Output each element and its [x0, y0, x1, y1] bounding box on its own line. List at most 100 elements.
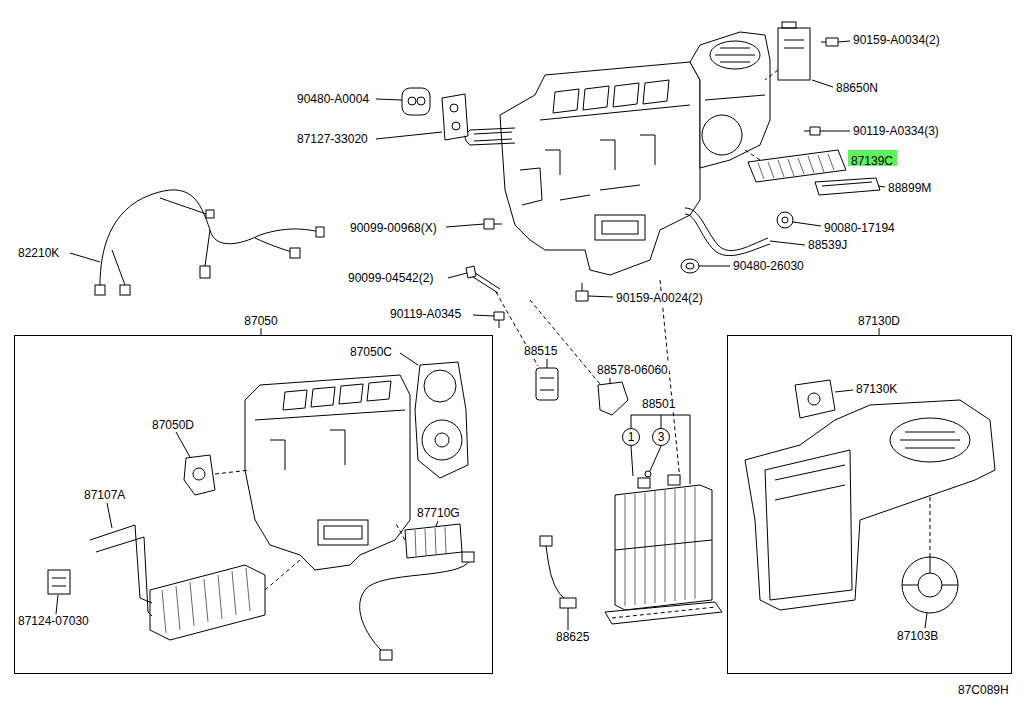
drain-hose: [685, 208, 770, 256]
grommet: [417, 97, 425, 105]
wire-harness: [120, 285, 130, 295]
diagram-code: 87C089H: [957, 683, 1010, 697]
heater-core: [150, 565, 265, 640]
wire-harness: [380, 650, 392, 660]
blower-motor: [918, 573, 942, 597]
blower-case: [690, 32, 770, 168]
air-filter: [745, 150, 760, 160]
frame-tick: [879, 328, 880, 335]
heater-case: [318, 520, 368, 545]
part-number: 90159-A0034(2): [852, 33, 941, 47]
leader-line: [448, 273, 467, 278]
plate: [450, 104, 458, 112]
grommet: [402, 88, 430, 115]
screw: [484, 219, 494, 229]
thermistor: [560, 598, 576, 608]
grommet-small: [782, 217, 788, 223]
leader-line: [878, 186, 885, 187]
heater-case: [540, 105, 690, 120]
part-number: 88899M: [887, 181, 932, 195]
wire-harness: [290, 248, 300, 258]
heater-filter: [395, 522, 405, 540]
assembly-line: [660, 280, 680, 480]
blower-case: [900, 432, 960, 448]
callout-circle: 1: [622, 428, 640, 446]
thermistor: [540, 536, 576, 608]
wire-harness: [360, 560, 470, 652]
heater-filter: [395, 522, 462, 558]
callout-circle: 3: [652, 428, 670, 446]
pipe-clamp: [52, 578, 66, 586]
part-number: 87124-07030: [17, 614, 90, 628]
heater-case: [500, 62, 700, 275]
plate: [452, 122, 460, 130]
heater-case: [583, 86, 609, 110]
highlight-box: 87139C: [848, 150, 897, 166]
evaporator: [612, 607, 716, 618]
screw: [576, 291, 588, 301]
evaporator: [638, 478, 650, 488]
control-module: [778, 28, 810, 80]
heater-case: [602, 221, 638, 234]
callout-number: 3: [658, 431, 665, 443]
servo-motor: [808, 393, 820, 405]
heater-case: [245, 375, 410, 570]
leader-line: [838, 41, 850, 42]
grommet: [408, 97, 416, 105]
part-number: 87103B: [896, 629, 939, 643]
blower-motor: [902, 557, 958, 613]
air-filter: [758, 154, 834, 179]
leader-line: [699, 266, 730, 267]
screw: [821, 42, 826, 43]
part-number: 87139C: [851, 154, 893, 168]
part-number: 87050C: [349, 345, 393, 359]
wire-harness: [95, 190, 324, 295]
control-module: [782, 22, 796, 28]
heater-case: [613, 83, 639, 107]
leader-line: [473, 315, 494, 316]
heater-case: [500, 62, 700, 275]
heater-case: [339, 384, 363, 404]
wire-harness: [316, 227, 324, 237]
part-number: 90099-00968(X): [349, 221, 438, 235]
heater-case: [311, 387, 335, 407]
leader-line: [107, 503, 112, 528]
evaporator: [605, 471, 722, 624]
filter-cover: [815, 178, 880, 195]
wire-harness: [360, 552, 474, 660]
bolt: [466, 266, 500, 293]
part-number: 87107A: [83, 488, 126, 502]
callout-leader: [631, 415, 690, 484]
part-number: 87050D: [151, 418, 195, 432]
grommet-small: [777, 212, 793, 228]
wire-harness: [100, 190, 320, 285]
screw: [826, 38, 838, 46]
bracket: [598, 382, 628, 415]
leader-line: [376, 99, 402, 100]
air-filter: [745, 150, 846, 182]
blower-motor: [902, 557, 958, 585]
assembly-line: [496, 280, 680, 480]
wire-harness: [160, 198, 292, 266]
blend-motor: [415, 362, 468, 478]
heater-case: [560, 185, 640, 200]
blower-case: [690, 32, 770, 168]
part-number: 88515: [523, 344, 558, 358]
pipe-clamp: [48, 570, 70, 594]
plate: [442, 94, 468, 140]
part-number: 88650N: [835, 81, 879, 95]
pipe-clamp: [48, 570, 70, 594]
screw: [499, 320, 500, 328]
servo-motor: [215, 470, 250, 474]
plate: [442, 94, 468, 140]
callout-leader: [631, 446, 633, 476]
filter-cover: [815, 178, 880, 195]
blower-motor: [902, 557, 958, 613]
wire-harness: [95, 285, 105, 295]
seal-ring: [686, 263, 694, 269]
group-number: 87050: [244, 314, 277, 328]
thermistor: [540, 536, 552, 546]
drain-hose: [685, 214, 770, 256]
leader-line: [376, 132, 442, 139]
